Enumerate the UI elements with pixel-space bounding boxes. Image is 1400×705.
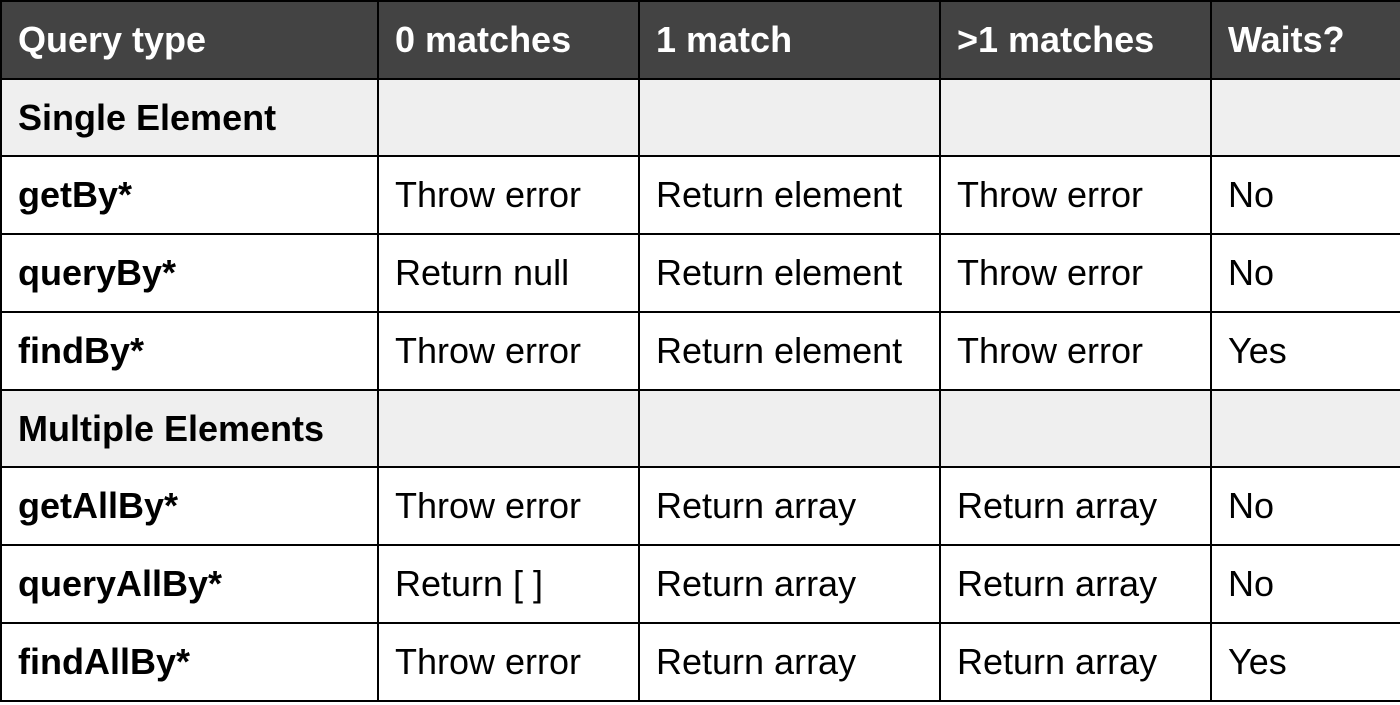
section-empty-cell	[377, 389, 640, 468]
section-empty-cell	[1210, 78, 1400, 157]
zero-matches-cell: Return [ ]	[377, 544, 640, 624]
table-row: getBy* Throw error Return element Throw …	[0, 155, 1400, 235]
zero-matches-cell: Throw error	[377, 155, 640, 235]
query-method: queryAllBy*	[0, 544, 379, 624]
waits-cell: No	[1210, 233, 1400, 313]
many-matches-cell: Return array	[939, 622, 1212, 702]
many-matches-cell: Return array	[939, 544, 1212, 624]
query-method: getBy*	[0, 155, 379, 235]
section-empty-cell	[377, 78, 640, 157]
table-row: findBy* Throw error Return element Throw…	[0, 311, 1400, 391]
header-one-match: 1 match	[638, 0, 941, 80]
one-match-cell: Return element	[638, 311, 941, 391]
one-match-cell: Return array	[638, 466, 941, 546]
header-row: Query type 0 matches 1 match >1 matches …	[0, 0, 1400, 80]
one-match-cell: Return array	[638, 622, 941, 702]
zero-matches-cell: Throw error	[377, 622, 640, 702]
one-match-cell: Return element	[638, 233, 941, 313]
header-query-type: Query type	[0, 0, 379, 80]
one-match-cell: Return element	[638, 155, 941, 235]
section-empty-cell	[638, 78, 941, 157]
section-empty-cell	[939, 389, 1212, 468]
section-empty-cell	[1210, 389, 1400, 468]
section-title: Single Element	[0, 78, 379, 157]
header-zero-matches: 0 matches	[377, 0, 640, 80]
query-method: findAllBy*	[0, 622, 379, 702]
section-empty-cell	[939, 78, 1212, 157]
section-row-multiple-elements: Multiple Elements	[0, 389, 1400, 468]
zero-matches-cell: Throw error	[377, 311, 640, 391]
query-method: findBy*	[0, 311, 379, 391]
table-row: getAllBy* Throw error Return array Retur…	[0, 466, 1400, 546]
one-match-cell: Return array	[638, 544, 941, 624]
waits-cell: No	[1210, 155, 1400, 235]
zero-matches-cell: Throw error	[377, 466, 640, 546]
section-title: Multiple Elements	[0, 389, 379, 468]
section-empty-cell	[638, 389, 941, 468]
query-method: queryBy*	[0, 233, 379, 313]
waits-cell: No	[1210, 544, 1400, 624]
waits-cell: No	[1210, 466, 1400, 546]
zero-matches-cell: Return null	[377, 233, 640, 313]
many-matches-cell: Throw error	[939, 311, 1212, 391]
header-many-matches: >1 matches	[939, 0, 1212, 80]
query-method: getAllBy*	[0, 466, 379, 546]
many-matches-cell: Throw error	[939, 233, 1212, 313]
table-row: queryAllBy* Return [ ] Return array Retu…	[0, 544, 1400, 624]
section-row-single-element: Single Element	[0, 78, 1400, 157]
waits-cell: Yes	[1210, 311, 1400, 391]
many-matches-cell: Return array	[939, 466, 1212, 546]
table-row: queryBy* Return null Return element Thro…	[0, 233, 1400, 313]
header-waits: Waits?	[1210, 0, 1400, 80]
many-matches-cell: Throw error	[939, 155, 1212, 235]
waits-cell: Yes	[1210, 622, 1400, 702]
table-row: findAllBy* Throw error Return array Retu…	[0, 622, 1400, 702]
